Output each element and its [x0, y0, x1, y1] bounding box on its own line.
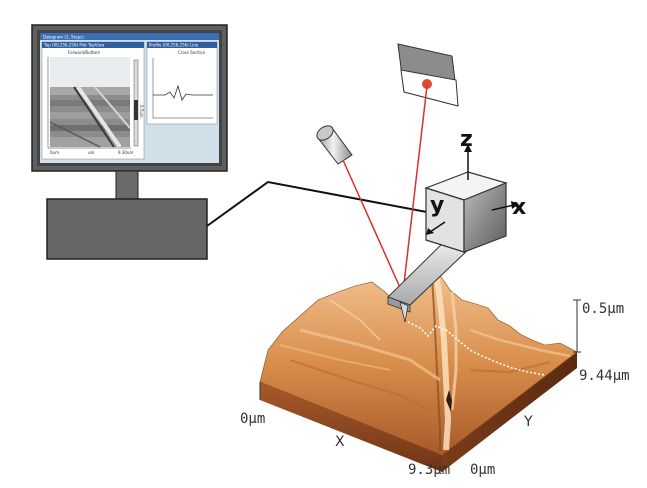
- axis-label-y: y: [430, 193, 444, 218]
- height-scale: [573, 299, 581, 353]
- screen-title-text: Datagram (1, Steps): [43, 35, 84, 40]
- screen-right-panel: [146, 41, 218, 125]
- screen-axis-start: 0um: [50, 150, 59, 155]
- label-y-origin: 0μm: [470, 462, 495, 478]
- computer: Datagram (1, Steps) Top (00,256,256) Plo…: [31, 24, 228, 260]
- screen-colorbar-label: 0.5um: [139, 105, 144, 118]
- axis-label-z: z: [460, 127, 473, 152]
- laser-spot: [422, 79, 432, 89]
- laser-source: [316, 125, 353, 165]
- laser-beam-reflected: [402, 85, 428, 293]
- screen-right-header: [147, 42, 217, 48]
- screen-axis-end: 9.30um: [118, 150, 133, 155]
- sample-surface: [259, 269, 578, 472]
- piezo-scanner: [424, 171, 508, 253]
- screen-right-header-text: Profile (00,256,256) Line: [149, 43, 199, 48]
- signal-cable: [206, 180, 433, 227]
- screen-axis-mid: um: [88, 150, 95, 155]
- label-x-axis: X: [335, 434, 345, 450]
- photodetector: [397, 43, 459, 107]
- computer-base: [46, 198, 208, 260]
- screen-profile-line: [153, 84, 213, 101]
- monitor-neck: [115, 170, 139, 200]
- label-x-origin: 0μm: [240, 411, 265, 427]
- label-x-max: 9.3μm: [408, 462, 450, 478]
- axis-label-x: x: [512, 195, 526, 220]
- screen-title-bar: [40, 33, 219, 40]
- scan-profile-path: [407, 321, 546, 376]
- screen-scan-texture: [49, 85, 131, 149]
- afm-tip: [399, 301, 409, 323]
- label-height-max: 0.5μm: [582, 301, 624, 317]
- screen-left-header-text: Top (00,256,256) Plot TopView: [43, 43, 105, 48]
- scanner-axes: z x y: [426, 127, 526, 235]
- label-y-axis: Y: [523, 414, 533, 430]
- screen-profile-title: Cross Section: [178, 50, 206, 55]
- screen-image-title: Forward/Buttom: [68, 50, 100, 55]
- laser-beam-incident: [342, 159, 403, 293]
- screen-scan-image-top: [50, 57, 130, 87]
- label-y-max: 9.44μm: [579, 368, 630, 384]
- screen-left-header: [42, 42, 144, 48]
